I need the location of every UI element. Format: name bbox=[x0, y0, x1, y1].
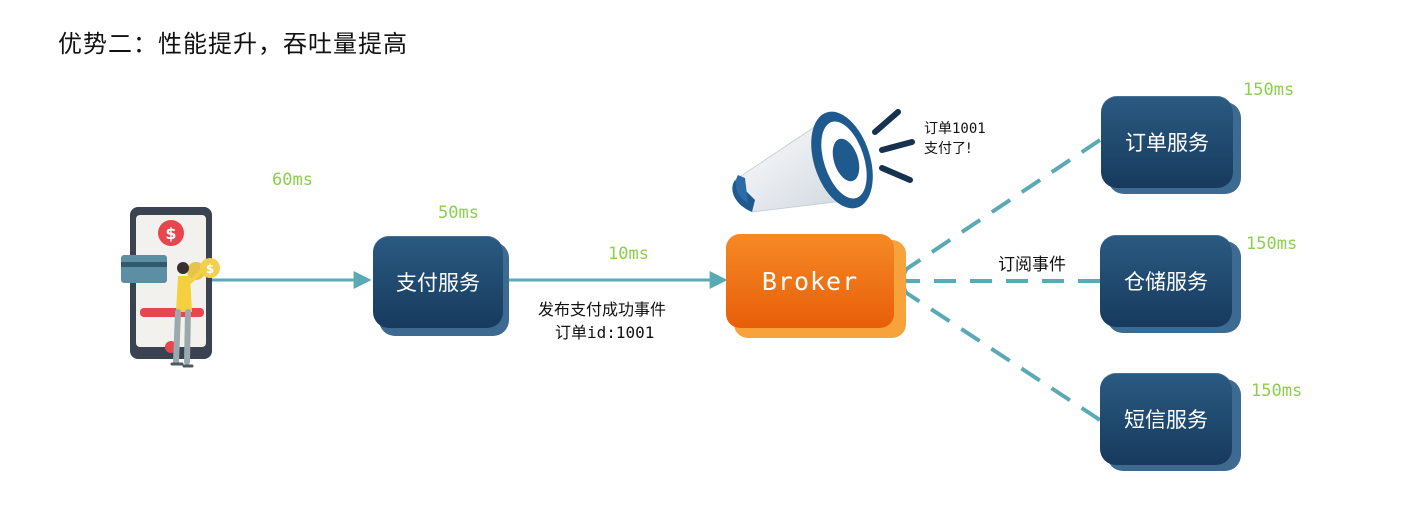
publish-event-label: 发布支付成功事件 bbox=[538, 300, 667, 319]
pay-service-time: 50ms bbox=[438, 203, 479, 223]
storage-service-time: 150ms bbox=[1246, 234, 1298, 254]
storage-service-node[interactable]: 仓储服务 bbox=[1100, 235, 1232, 327]
sms-service-label: 短信服务 bbox=[1124, 408, 1208, 432]
publish-time: 10ms bbox=[608, 244, 649, 264]
broker-label: Broker bbox=[761, 266, 859, 296]
announcement-line-1: 订单1001 bbox=[924, 121, 986, 137]
arrow-order-service-to-broker bbox=[905, 138, 1102, 270]
subscribe-event-label: 订阅事件 bbox=[998, 255, 1066, 275]
phone-payment-illustration: $ $ bbox=[121, 207, 220, 368]
megaphone-icon bbox=[732, 109, 915, 213]
arrow-sms-service-to-broker bbox=[905, 292, 1102, 422]
publish-order-id-label: 订单id:1001 bbox=[555, 323, 655, 342]
broker-node[interactable]: Broker bbox=[726, 234, 894, 328]
pay-service-node[interactable]: 支付服务 bbox=[373, 236, 503, 328]
client-time: 60ms bbox=[272, 170, 313, 190]
sms-service-node[interactable]: 短信服务 bbox=[1100, 373, 1232, 465]
page-title: 优势二：性能提升，吞吐量提高 bbox=[58, 30, 408, 58]
order-service-node[interactable]: 订单服务 bbox=[1101, 96, 1233, 188]
svg-text:$: $ bbox=[206, 262, 214, 276]
order-service-time: 150ms bbox=[1243, 80, 1295, 100]
storage-service-label: 仓储服务 bbox=[1124, 270, 1208, 294]
order-service-label: 订单服务 bbox=[1125, 131, 1209, 155]
svg-text:$: $ bbox=[165, 224, 176, 243]
sms-service-time: 150ms bbox=[1251, 381, 1303, 401]
announcement-line-2: 支付了! bbox=[924, 141, 972, 157]
pay-service-label: 支付服务 bbox=[396, 271, 480, 295]
